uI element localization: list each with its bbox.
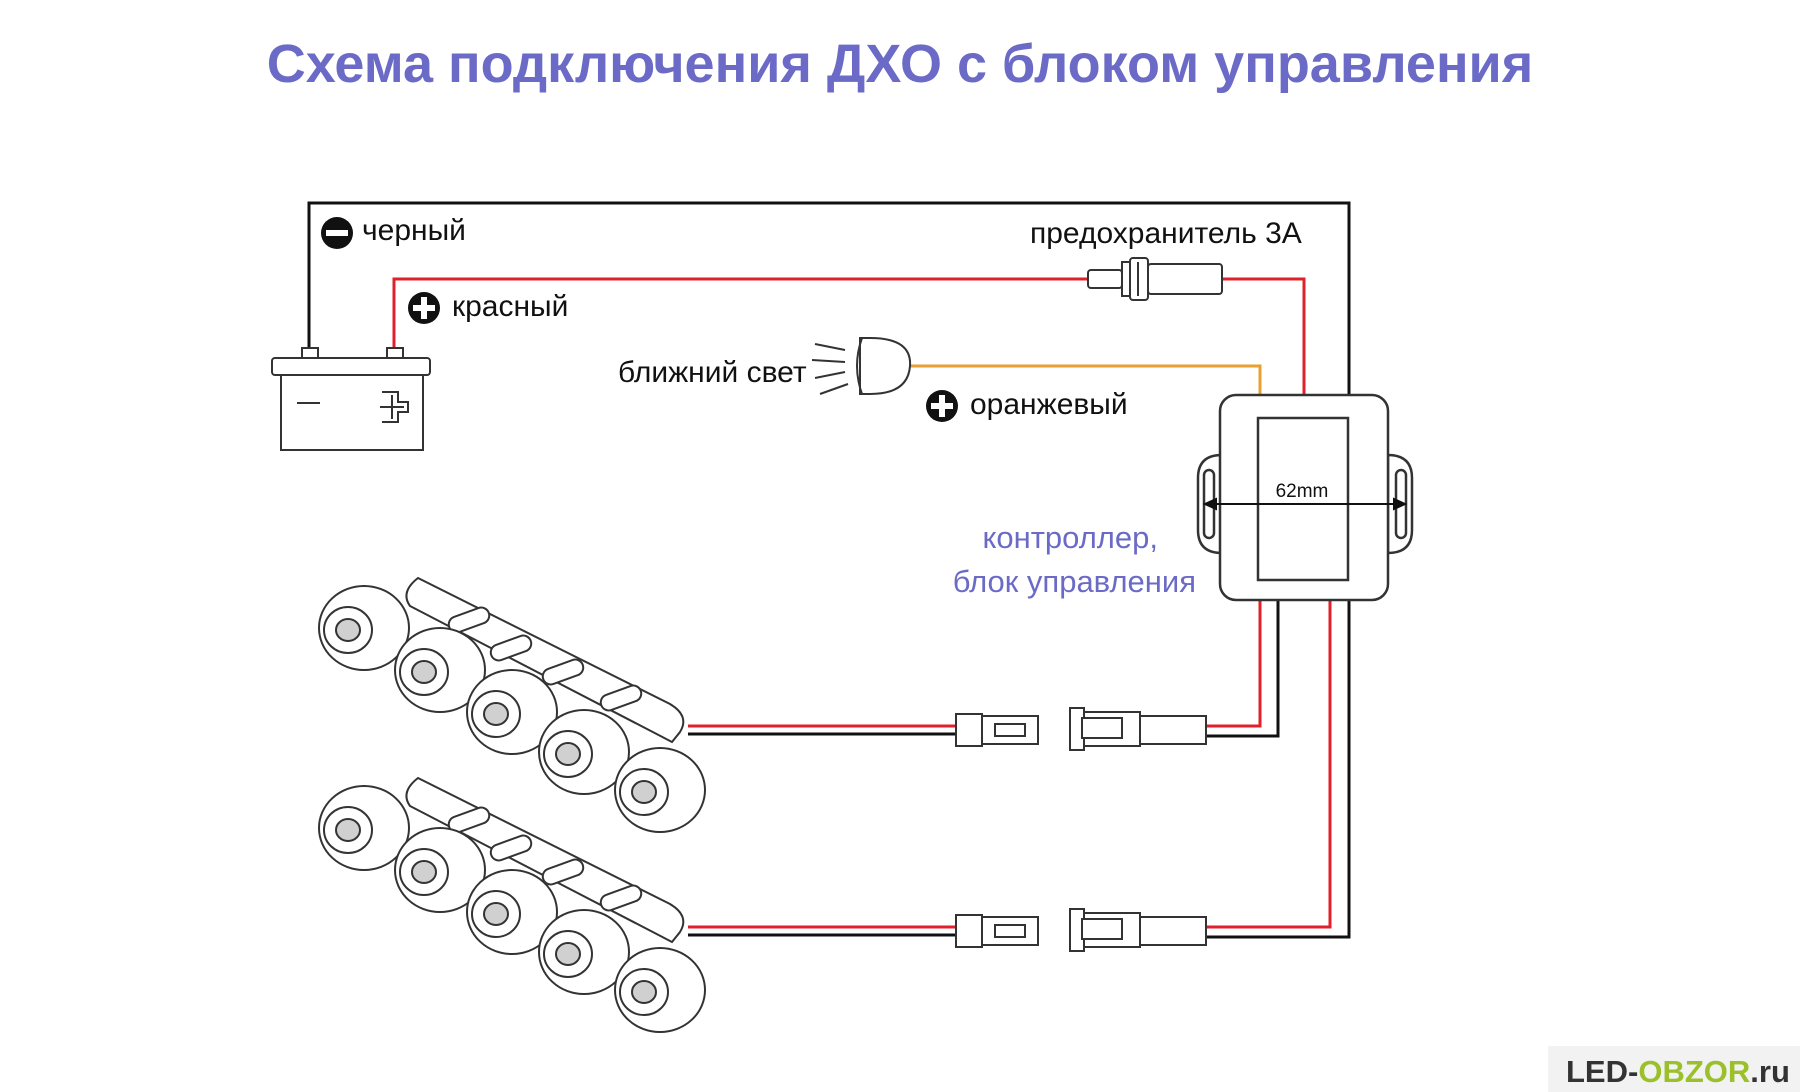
connector-female-1: [1069, 707, 1207, 751]
dimension-label: 62mm: [1276, 481, 1329, 502]
brand-logo: LED-OBZOR.ru: [1566, 1054, 1790, 1089]
label-fuse: предохранитель 3А: [1030, 217, 1302, 250]
black-wire-main: [307, 201, 1351, 400]
diagram-title: Схема подключения ДХО с блоком управлени…: [267, 34, 1534, 94]
dimension-arrow: [1202, 497, 1408, 511]
red-wire-fuse-out: [1222, 277, 1306, 400]
connector-male-2: [955, 914, 1039, 948]
minus-icon: [321, 217, 353, 249]
label-red: красный: [452, 290, 568, 323]
orange-wire: [905, 364, 1262, 400]
red-wire-main: [392, 277, 1090, 350]
brand-background: [1548, 1046, 1800, 1092]
brand-part-ru: .ru: [1750, 1054, 1790, 1089]
brand-part-led: LED-: [1566, 1054, 1638, 1089]
connector-female-2: [1069, 908, 1207, 952]
fuse-icon: [1087, 257, 1223, 301]
plus-icon-red: [408, 292, 440, 324]
controller-label-area: [1256, 416, 1350, 582]
plus-icon-orange: [926, 390, 958, 422]
label-controller-line2: блок управления: [953, 564, 1196, 599]
brand-part-obzor: OBZOR: [1638, 1054, 1750, 1089]
red-wire-out-1: [1205, 600, 1262, 728]
black-wire-out-2: [1205, 600, 1351, 939]
red-wire-out-2: [1205, 600, 1332, 929]
low-beam-lamp-icon: [811, 337, 912, 395]
label-orange: оранжевый: [970, 388, 1128, 421]
black-wire-out-1: [1205, 600, 1280, 738]
label-controller-line1: контроллер,: [982, 520, 1158, 555]
connector-male-1: [955, 713, 1039, 747]
battery-icon: [271, 347, 431, 451]
label-black: черный: [362, 214, 466, 247]
label-low-beam: ближний свет: [618, 356, 807, 389]
controller-unit: [1196, 393, 1414, 602]
